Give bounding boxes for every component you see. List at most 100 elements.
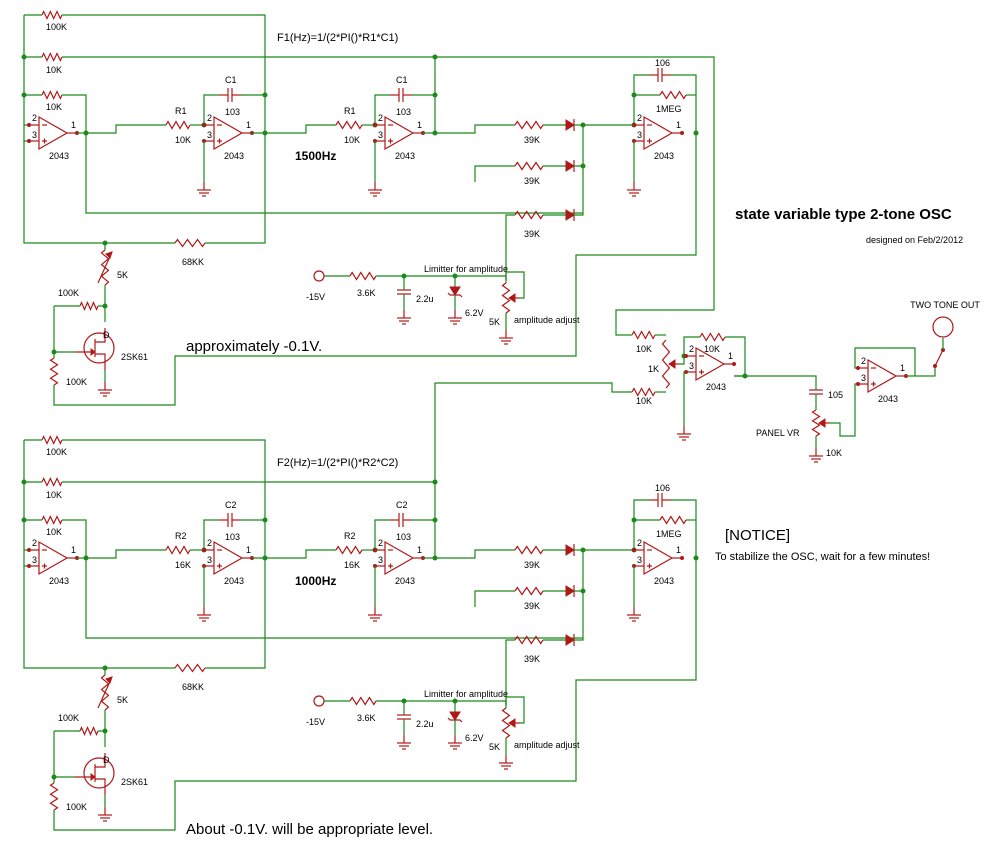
diode-body — [565, 209, 575, 221]
resistor — [174, 663, 206, 673]
pin-number-label: 3 — [32, 130, 37, 140]
integrator-capacitor-label: C2 — [396, 500, 408, 510]
supply-terminal — [313, 695, 325, 707]
resistor — [41, 90, 63, 100]
resistor — [41, 477, 63, 487]
capacitor-value-label: 106 — [655, 483, 670, 493]
wire — [62, 14, 266, 95]
limiter-diode — [565, 160, 575, 172]
panel-vr-label: PANEL VR — [756, 428, 800, 438]
resistor-value-label: 100K — [46, 447, 67, 457]
ground-symbol — [397, 310, 411, 325]
jfet-source — [95, 353, 106, 370]
capacitor-value-label: 103 — [396, 107, 411, 117]
f1-out-wire — [435, 56, 715, 336]
integrator-resistor — [335, 545, 363, 555]
wire — [62, 94, 87, 133]
pin-dot — [632, 548, 636, 552]
resistor — [49, 357, 59, 386]
level-note: approximately -0.1V. — [186, 338, 322, 355]
wire — [633, 74, 649, 95]
pot-track — [811, 409, 821, 437]
wire — [830, 383, 858, 437]
jfet-transistor — [75, 753, 115, 795]
wire — [376, 275, 507, 283]
variable-resistor — [97, 674, 113, 711]
wire — [474, 165, 515, 182]
jfet-source — [95, 778, 106, 795]
coupling-capacitor — [809, 389, 823, 395]
summing-op-amp — [29, 115, 77, 151]
wire — [98, 730, 106, 747]
feedback-resistor — [659, 90, 687, 100]
resistor-value-label: 39K — [524, 560, 540, 570]
resistor-value-label: 10K — [636, 396, 652, 406]
pin-dot — [684, 354, 688, 358]
diode-body — [565, 160, 575, 172]
diode-body — [565, 544, 575, 556]
op-amp-body — [643, 115, 674, 151]
pot-wiper — [818, 418, 826, 428]
resistor — [41, 435, 63, 445]
output-terminal — [932, 316, 954, 338]
wire — [505, 696, 525, 724]
resistor-value-label: 10K — [704, 344, 720, 354]
wire — [574, 550, 584, 592]
jfet-drain — [95, 328, 106, 343]
pin-number-label: 2 — [32, 538, 37, 548]
capacitor-value-label: 103 — [225, 532, 240, 542]
resistor-value-label: 100K — [58, 713, 79, 723]
feedback-resistor — [659, 515, 687, 525]
resistor — [514, 161, 544, 171]
amp-adjust-label: amplitude adjust — [514, 315, 580, 325]
jfet-circle — [83, 757, 115, 789]
op-amp-label: 2043 — [878, 394, 898, 404]
op-amp-label: 2043 — [706, 382, 726, 392]
ground-symbol — [448, 310, 462, 325]
zener-value-label: 6.2V — [465, 733, 484, 743]
resistor-value-label: 39K — [524, 176, 540, 186]
balance-pot — [661, 339, 680, 389]
resistor — [41, 10, 63, 20]
op-amp-label: 2043 — [395, 576, 415, 586]
resistor — [41, 515, 63, 525]
resistor-value-label: 1MEG — [656, 529, 682, 539]
resistor — [79, 300, 99, 312]
wire — [205, 558, 266, 669]
diode-body — [565, 119, 575, 131]
zener-value-label: 6.2V — [465, 308, 484, 318]
wire — [671, 74, 697, 133]
pot-track — [501, 707, 511, 739]
limiter-diode — [565, 544, 575, 556]
integrator-resistor — [165, 120, 191, 130]
pin-number-label: 1 — [900, 363, 905, 373]
integrator-resistor-value: 16K — [175, 560, 191, 570]
feedback-wire — [85, 558, 583, 639]
wire — [435, 124, 515, 134]
pin-number-label: 2 — [689, 344, 694, 354]
integrator-capacitor-label: C2 — [225, 500, 237, 510]
control-loop-wire — [53, 558, 697, 831]
jfet-drain — [95, 753, 106, 768]
varres-arrowhead — [105, 676, 113, 684]
wire — [62, 481, 436, 520]
ground-symbol — [809, 448, 823, 463]
output-switch — [934, 349, 944, 367]
pin-number-label: 3 — [861, 373, 866, 383]
pin-dot — [27, 123, 31, 127]
limiter-diode — [565, 119, 575, 131]
wire — [62, 56, 436, 95]
resistor-value-label: 39K — [524, 654, 540, 664]
wire — [683, 336, 700, 356]
resistor — [699, 332, 726, 342]
op-amp-body — [38, 540, 69, 576]
resistor-value-label: 5K — [117, 695, 128, 705]
varres-arrowhead — [105, 251, 113, 259]
wire — [23, 15, 29, 142]
ground-symbol — [368, 607, 382, 622]
ground-symbol — [627, 182, 641, 197]
integrator-resistor-label: R2 — [344, 531, 356, 541]
resistor — [514, 545, 544, 555]
wire — [423, 95, 436, 134]
pin-number-label: 2 — [207, 538, 212, 548]
